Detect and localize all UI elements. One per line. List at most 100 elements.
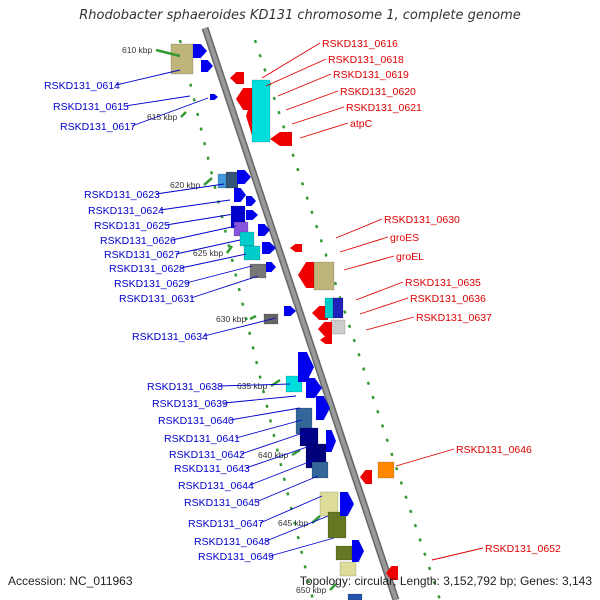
- forward-gene-label: RSKD131_0643: [174, 463, 250, 475]
- forward-gene-label: RSKD131_0631: [119, 293, 195, 305]
- forward-gene-label: RSKD131_0627: [104, 249, 180, 261]
- forward-gene-label: RSKD131_0629: [114, 278, 190, 290]
- reverse-gene-label: RSKD131_0637: [416, 312, 492, 324]
- forward-gene-label: RSKD131_0638: [147, 381, 223, 393]
- reverse-gene-leader: [365, 316, 415, 331]
- reverse-gene-label: RSKD131_0616: [322, 38, 398, 50]
- forward-gene-label: RSKD131_0626: [100, 235, 176, 247]
- kbp-tick: [249, 314, 257, 321]
- reverse-gene-label: groES: [390, 232, 419, 244]
- reverse-gene-leader: [285, 90, 339, 111]
- kbp-tick: [225, 245, 234, 254]
- reverse-gene-leader: [355, 281, 404, 301]
- forward-gene-arrow: [262, 242, 276, 254]
- forward-gene-arrow: [284, 306, 296, 316]
- reverse-gene-leader: [299, 122, 349, 139]
- forward-gene-arrow: [210, 94, 218, 100]
- kbp-scale-label: 610 kbp: [122, 45, 153, 55]
- gene-box: [332, 297, 344, 319]
- kbp-scale-label: 625 kbp: [193, 248, 224, 258]
- kbp-scale-label: 620 kbp: [170, 180, 201, 190]
- forward-gene-arrow: [340, 492, 354, 516]
- reverse-gene-leader: [395, 448, 455, 467]
- reverse-gene-arrow: [312, 306, 328, 320]
- forward-gene-leader: [190, 275, 259, 299]
- gene-box: [299, 427, 319, 447]
- forward-gene-label: RSKD131_0624: [88, 205, 164, 217]
- forward-gene-arrow: [316, 396, 330, 420]
- reverse-gene-arrow: [320, 336, 332, 344]
- reverse-gene-label: RSKD131_0619: [333, 69, 409, 81]
- forward-gene-label: RSKD131_0640: [158, 415, 234, 427]
- forward-gene-leader: [165, 213, 235, 226]
- kbp-scale-label: 640 kbp: [258, 450, 289, 460]
- accession-label: Accession: NC_011963: [8, 574, 133, 588]
- reverse-gene-leader: [277, 73, 332, 97]
- reverse-gene-leader: [265, 58, 327, 87]
- forward-gene-arrow: [266, 262, 276, 272]
- forward-gene-leader: [255, 475, 319, 503]
- reverse-gene-leader: [291, 106, 345, 125]
- gene-box: [243, 245, 261, 261]
- forward-gene-arrow: [234, 188, 246, 202]
- forward-gene-leader: [155, 183, 225, 195]
- reverse-gene-label: RSKD131_0630: [384, 214, 460, 226]
- gene-box: [335, 545, 353, 561]
- map-title: Rhodobacter sphaeroides KD131 chromosome…: [79, 8, 521, 23]
- kbp-tick: [270, 378, 281, 388]
- forward-gene-arrow: [306, 378, 322, 398]
- gene-box: [251, 79, 271, 143]
- forward-gene-leader: [159, 199, 231, 211]
- forward-gene-label: RSKD131_0634: [132, 331, 208, 343]
- forward-gene-label: RSKD131_0628: [109, 263, 185, 275]
- forward-gene-leader: [115, 69, 181, 86]
- forward-gene-leader: [218, 383, 291, 387]
- gene-box: [313, 261, 335, 291]
- gene-box: [311, 461, 329, 479]
- kbp-scale-label: 635 kbp: [237, 381, 268, 391]
- tick-track: [178, 39, 315, 600]
- forward-gene-label: RSKD131_0623: [84, 189, 160, 201]
- gene-box: [347, 593, 363, 600]
- forward-gene-leader: [235, 419, 303, 439]
- kbp-scale-label: 615 kbp: [147, 112, 178, 122]
- reverse-gene-label: RSKD131_0636: [410, 293, 486, 305]
- reverse-gene-label: RSKD131_0618: [328, 54, 404, 66]
- forward-gene-leader: [229, 407, 301, 421]
- forward-gene-leader: [124, 95, 191, 107]
- forward-gene-leader: [203, 317, 277, 337]
- forward-gene-leader: [223, 395, 297, 404]
- forward-gene-leader: [249, 459, 315, 486]
- reverse-gene-leader: [359, 297, 409, 315]
- reverse-gene-arrow: [230, 72, 244, 84]
- reverse-gene-label: RSKD131_0620: [340, 86, 416, 98]
- forward-gene-leader: [185, 265, 253, 284]
- forward-gene-arrow: [298, 352, 314, 382]
- forward-gene-arrow: [326, 430, 336, 452]
- forward-gene-arrow: [258, 224, 270, 236]
- gene-box: [249, 263, 267, 279]
- reverse-gene-arrow: [236, 88, 252, 110]
- reverse-gene-arrow: [290, 244, 302, 252]
- forward-gene-leader: [180, 253, 247, 269]
- forward-gene-arrow: [246, 196, 256, 206]
- forward-gene-leader: [259, 495, 323, 524]
- kbp-scale-label: 650 kbp: [296, 585, 327, 595]
- forward-gene-leader: [265, 515, 329, 542]
- forward-gene-label: RSKD131_0614: [44, 80, 120, 92]
- forward-gene-arrow: [352, 540, 364, 562]
- forward-gene-arrow: [237, 170, 251, 184]
- kbp-tick: [180, 111, 187, 118]
- gene-box: [239, 231, 255, 247]
- reverse-gene-leader: [335, 218, 383, 239]
- forward-gene-label: RSKD131_0648: [194, 536, 270, 548]
- kbp-tick: [329, 583, 337, 591]
- kbp-tick: [291, 448, 301, 457]
- reverse-gene-label: RSKD131_0635: [405, 277, 481, 289]
- forward-gene-arrow: [201, 60, 213, 72]
- gene-box: [339, 561, 357, 577]
- gene-box: [170, 43, 194, 75]
- forward-gene-leader: [245, 445, 311, 469]
